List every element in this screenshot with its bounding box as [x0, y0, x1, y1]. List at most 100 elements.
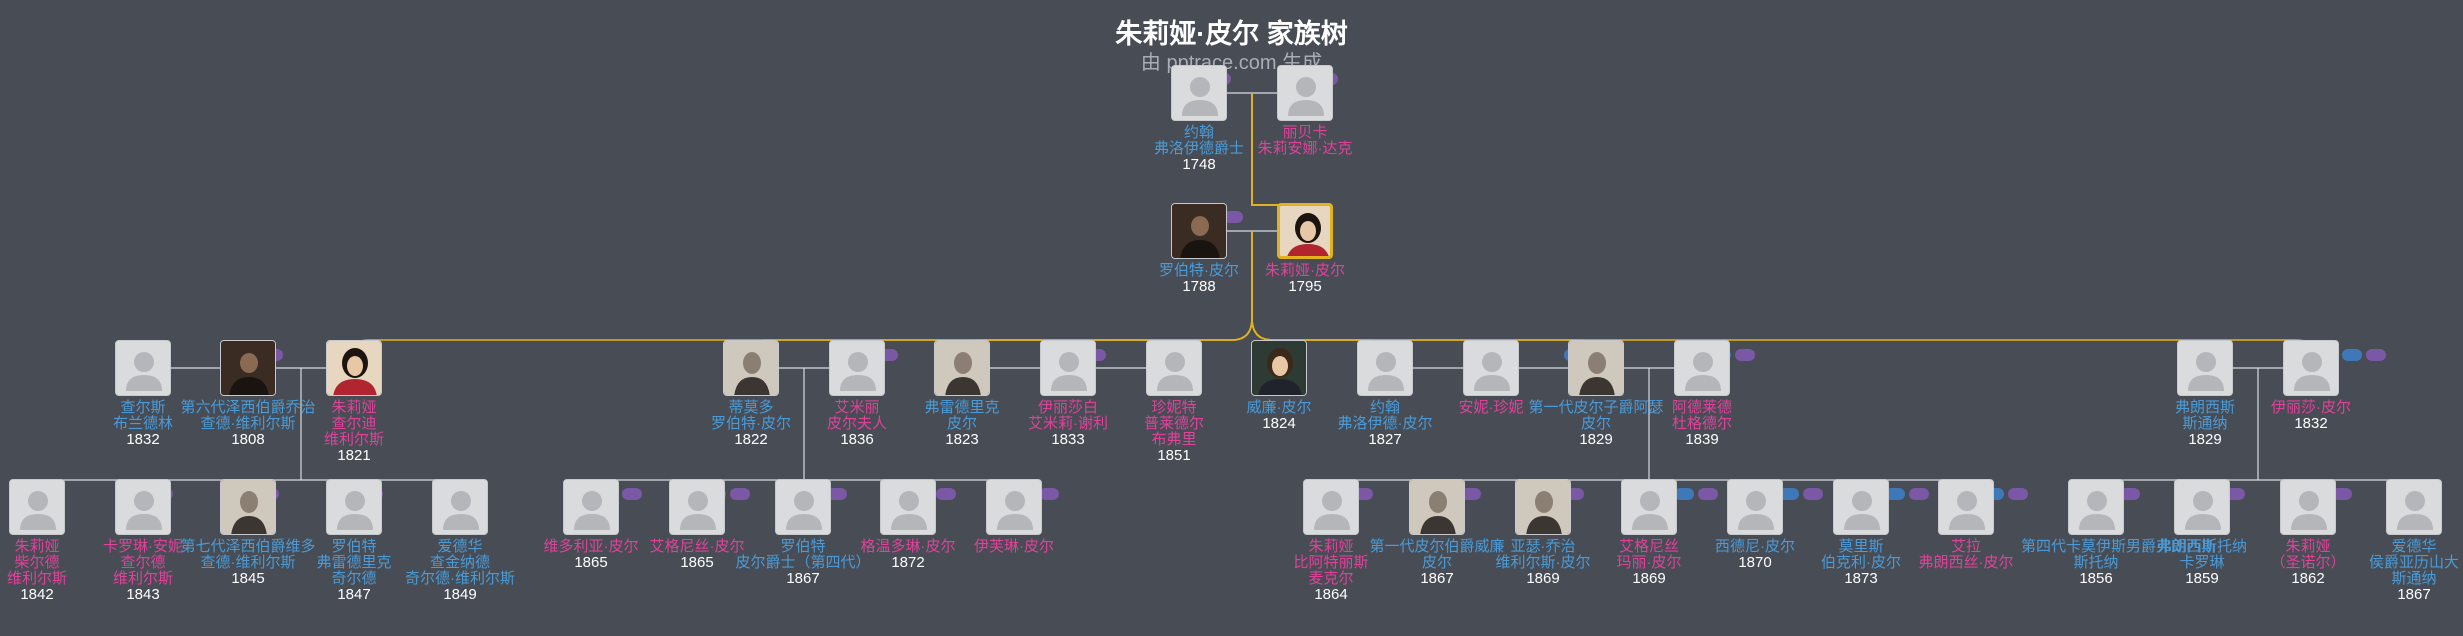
- expand-mother-button[interactable]: [730, 488, 750, 500]
- person-card-jane[interactable]: [1146, 340, 1202, 396]
- person-card-c5[interactable]: [432, 479, 488, 535]
- expand-father-button[interactable]: [1779, 488, 1799, 500]
- person-card-c1[interactable]: [9, 479, 65, 535]
- expand-mother-button[interactable]: [827, 488, 847, 500]
- person-card-anna[interactable]: [1463, 340, 1519, 396]
- person-card-john2[interactable]: [1357, 340, 1413, 396]
- person-card-charles[interactable]: [115, 340, 171, 396]
- person-card-francis[interactable]: [2177, 340, 2233, 396]
- person-card-c2[interactable]: [115, 479, 171, 535]
- person-card-eliza[interactable]: [2283, 340, 2339, 396]
- expand-father-button[interactable]: [1674, 488, 1694, 500]
- person-card-john-peel[interactable]: [1171, 65, 1227, 121]
- expand-mother-button[interactable]: [1735, 349, 1755, 361]
- person-card-c8[interactable]: [775, 479, 831, 535]
- expand-mother-button[interactable]: [1803, 488, 1823, 500]
- person-card-elizabeth[interactable]: [1040, 340, 1096, 396]
- expand-father-button[interactable]: [1885, 488, 1905, 500]
- person-card-earl-jersey[interactable]: [220, 340, 276, 396]
- person-label[interactable]: 朱莉娅（圣诺尔）1862: [2233, 539, 2383, 587]
- person-card-c21[interactable]: [2386, 479, 2442, 535]
- expand-mother-button[interactable]: [2332, 488, 2352, 500]
- expand-father-button[interactable]: [2342, 349, 2362, 361]
- person-card-c16[interactable]: [1833, 479, 1889, 535]
- expand-mother-button[interactable]: [2225, 488, 2245, 500]
- person-card-c20[interactable]: [2280, 479, 2336, 535]
- person-label[interactable]: 罗伯特皮尔爵士（第四代）1867: [728, 539, 878, 587]
- person-card-c9[interactable]: [880, 479, 936, 535]
- expand-mother-button[interactable]: [1223, 211, 1243, 223]
- expand-mother-button[interactable]: [1039, 488, 1059, 500]
- person-label[interactable]: 安妮·珍妮: [1416, 400, 1566, 416]
- expand-mother-button[interactable]: [2120, 488, 2140, 500]
- person-card-c6[interactable]: [563, 479, 619, 535]
- expand-mother-button[interactable]: [1909, 488, 1929, 500]
- person-card-arthur[interactable]: [1568, 340, 1624, 396]
- person-label[interactable]: 伊芙琳·皮尔: [939, 539, 1089, 555]
- person-label[interactable]: 艾拉弗朗西丝·皮尔: [1891, 539, 2041, 571]
- person-card-julia-jersey[interactable]: [326, 340, 382, 396]
- expand-mother-button[interactable]: [936, 488, 956, 500]
- person-card-robert-peel[interactable]: [1171, 203, 1227, 259]
- person-card-c13[interactable]: [1515, 479, 1571, 535]
- person-card-c12[interactable]: [1409, 479, 1465, 535]
- expand-mother-button[interactable]: [2366, 349, 2386, 361]
- person-card-c15[interactable]: [1727, 479, 1783, 535]
- person-label[interactable]: 丽贝卡朱莉安娜·达克: [1230, 125, 1380, 157]
- person-card-c4[interactable]: [326, 479, 382, 535]
- expand-mother-button[interactable]: [2008, 488, 2028, 500]
- person-card-c11[interactable]: [1303, 479, 1359, 535]
- person-card-rebecca[interactable]: [1277, 65, 1333, 121]
- expand-mother-button[interactable]: [1698, 488, 1718, 500]
- person-card-julia-peel[interactable]: [1277, 203, 1333, 259]
- person-card-c18[interactable]: [2068, 479, 2124, 535]
- person-card-emily[interactable]: [829, 340, 885, 396]
- person-card-c3[interactable]: [220, 479, 276, 535]
- person-card-c19[interactable]: [2174, 479, 2230, 535]
- expand-mother-button[interactable]: [1461, 488, 1481, 500]
- person-card-robert3[interactable]: [723, 340, 779, 396]
- person-card-c17[interactable]: [1938, 479, 1994, 535]
- person-card-c7[interactable]: [669, 479, 725, 535]
- expand-mother-button[interactable]: [622, 488, 642, 500]
- person-card-adelaide[interactable]: [1674, 340, 1730, 396]
- person-card-c14[interactable]: [1621, 479, 1677, 535]
- person-card-frederick[interactable]: [934, 340, 990, 396]
- person-card-c10[interactable]: [986, 479, 1042, 535]
